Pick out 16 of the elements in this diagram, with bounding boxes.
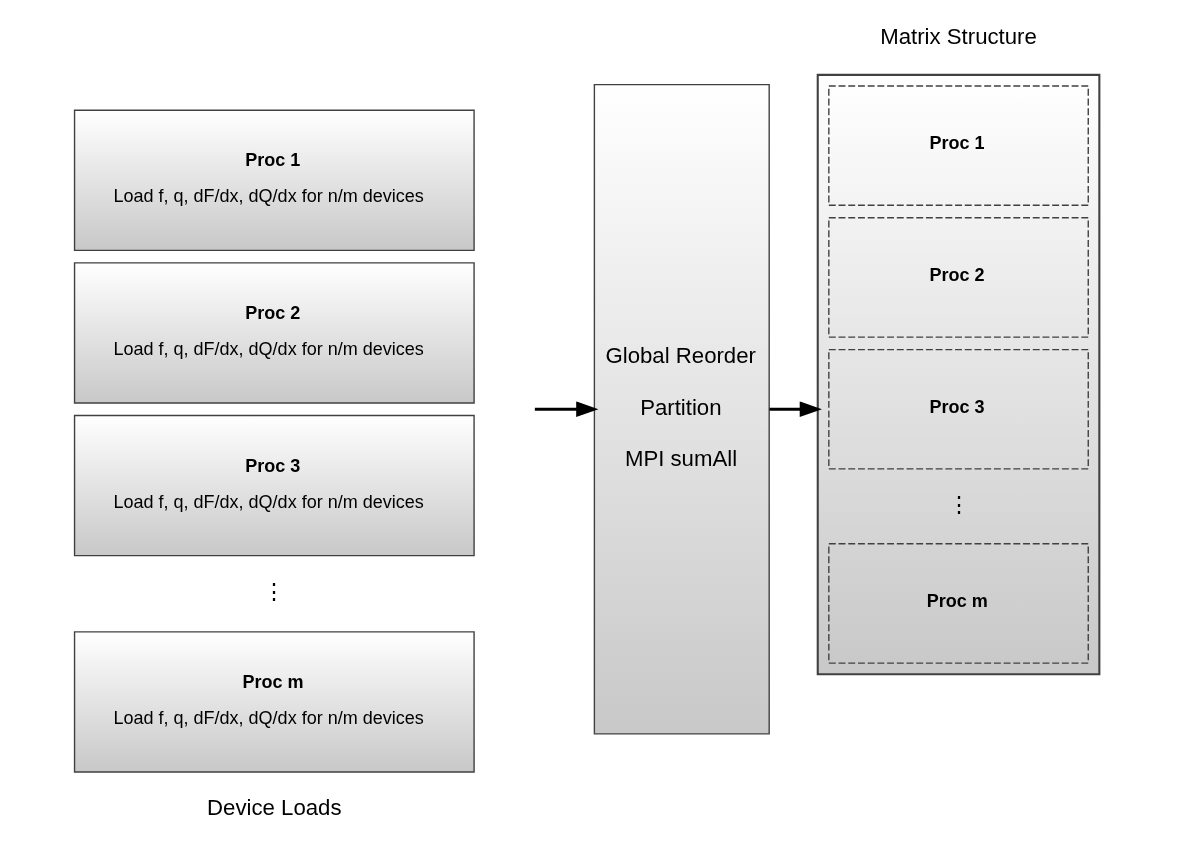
node-box: Proc m Load f, q, dF/dx, dQ/dx for n/m devices — [73, 631, 475, 773]
arrow — [534, 401, 599, 418]
cluster — [816, 73, 1101, 676]
node-box: Proc 3 — [828, 348, 1089, 470]
node-box: Proc 3 Load f, q, dF/dx, dQ/dx for n/m devices — [73, 414, 475, 557]
node-box: Proc 1 Load f, q, dF/dx, dQ/dx for n/m devices — [73, 109, 475, 252]
node-box: Proc 2 Load f, q, dF/dx, dQ/dx for n/m devices — [73, 262, 475, 404]
node-box: Proc 1 — [828, 85, 1089, 206]
label: Device Loads — [207, 795, 342, 821]
node-box: Proc 2 — [828, 217, 1089, 338]
node-box: Global Reorder Partition MPI sumAll — [593, 83, 770, 735]
arrow — [769, 401, 822, 418]
node-box: Proc m — [828, 543, 1089, 664]
label: ⋮ — [263, 579, 286, 605]
label: ⋮ — [947, 491, 970, 517]
label: Matrix Structure — [880, 24, 1037, 50]
